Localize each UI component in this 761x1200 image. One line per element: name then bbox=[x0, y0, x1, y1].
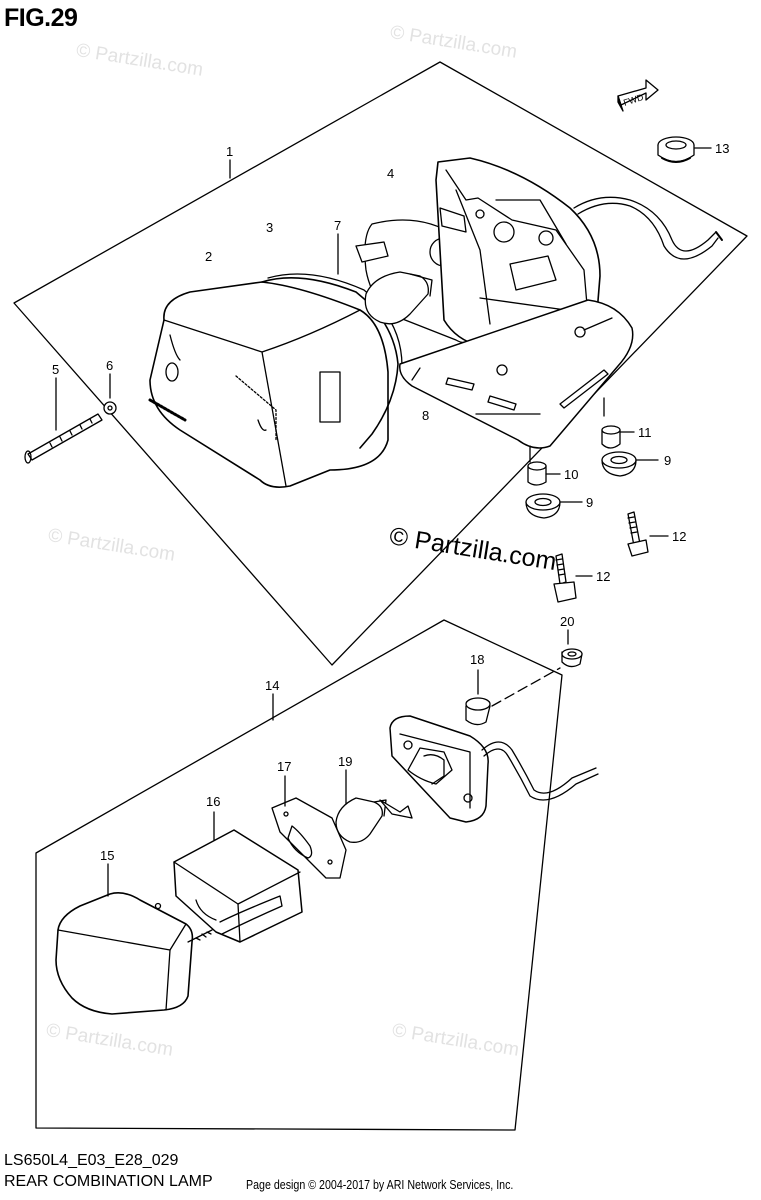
fwd-arrow-icon bbox=[617, 79, 659, 112]
callout-4: 4 bbox=[387, 166, 394, 181]
callout-7: 7 bbox=[334, 218, 341, 233]
tail-lamp-lens-2-icon bbox=[148, 281, 389, 488]
assembly-outline-1 bbox=[13, 61, 748, 666]
callout-6: 6 bbox=[106, 358, 113, 373]
callout-8: 8 bbox=[422, 408, 429, 423]
callout-3: 3 bbox=[266, 220, 273, 235]
diagram-subtitle: REAR COMBINATION LAMP bbox=[4, 1173, 213, 1190]
diagram-code: LS650L4_E03_E28_029 bbox=[4, 1152, 179, 1169]
gasket-17-icon bbox=[271, 797, 347, 879]
bulb-19-icon bbox=[335, 797, 387, 843]
callout-19: 19 bbox=[338, 754, 352, 769]
callout-11: 11 bbox=[638, 425, 652, 440]
bolt-12-center-icon bbox=[553, 553, 577, 603]
lens-frame-16-icon bbox=[173, 829, 303, 943]
callout-12-center: 12 bbox=[596, 569, 610, 584]
lens-gasket-3-icon bbox=[261, 277, 399, 449]
grommet-18-icon bbox=[465, 697, 491, 726]
callout-5: 5 bbox=[52, 362, 59, 377]
cushion-9-upper-icon bbox=[601, 451, 637, 477]
callout-18: 18 bbox=[470, 652, 484, 667]
washer-6-icon bbox=[103, 401, 117, 415]
page-credit: Page design © 2004-2017 by ARI Network S… bbox=[246, 1177, 514, 1192]
callout-16: 16 bbox=[206, 794, 220, 809]
callout-12-right: 12 bbox=[672, 529, 686, 544]
bolt-5-icon bbox=[24, 413, 103, 464]
callout-9-upper: 9 bbox=[664, 453, 671, 468]
license-lens-15-icon bbox=[55, 892, 213, 1015]
callout-10: 10 bbox=[564, 467, 578, 482]
nut-20-icon bbox=[561, 648, 583, 668]
callout-1: 1 bbox=[226, 144, 233, 159]
cushion-9-lower-icon bbox=[525, 493, 561, 519]
bracket-8-icon bbox=[399, 299, 634, 449]
grommet-13-icon bbox=[657, 136, 695, 163]
bolt-12-right-icon bbox=[627, 511, 649, 557]
license-lamp-housing-icon bbox=[389, 715, 599, 823]
bulb-7-icon bbox=[364, 271, 433, 325]
spacer-11-icon bbox=[601, 425, 621, 449]
callout-20: 20 bbox=[560, 614, 574, 629]
callout-14: 14 bbox=[265, 678, 279, 693]
callout-13: 13 bbox=[715, 141, 729, 156]
callout-17: 17 bbox=[277, 759, 291, 774]
callout-9-lower: 9 bbox=[586, 495, 593, 510]
callout-15: 15 bbox=[100, 848, 114, 863]
spacer-10-icon bbox=[527, 461, 547, 486]
callout-2: 2 bbox=[205, 249, 212, 264]
figure-title: FIG.29 bbox=[4, 4, 78, 32]
assembly-outline-14 bbox=[35, 619, 563, 1131]
